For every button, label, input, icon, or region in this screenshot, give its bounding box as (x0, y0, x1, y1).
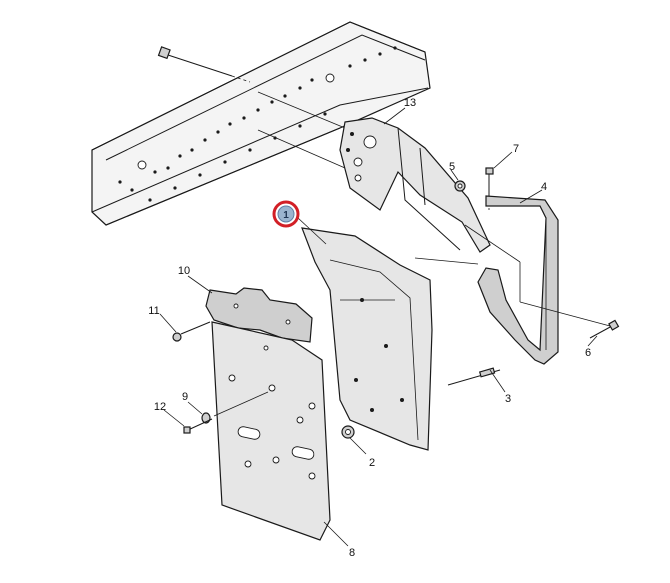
mud-flap-8 (211, 321, 331, 541)
callout-label-6: 6 (585, 347, 591, 359)
screw-11 (172, 321, 211, 342)
highlight-badge (277, 205, 295, 223)
screw-6 (589, 319, 620, 339)
callout-label-4: 4 (541, 181, 547, 193)
callout-label-12: 12 (154, 401, 166, 413)
callout-label-10: 10 (178, 265, 190, 277)
upper-strip-10 (205, 287, 313, 343)
backing-plate-1 (301, 227, 433, 451)
frame-bolt (157, 46, 251, 83)
callout-label-2: 2 (369, 457, 375, 469)
leader-lines (159, 107, 598, 547)
screw-12 (183, 418, 213, 434)
bolt-3 (447, 367, 501, 386)
seal-gasket-4 (477, 195, 559, 365)
nut-5 (454, 180, 466, 192)
callout-label-1: 1 (283, 210, 289, 221)
bracket-13 (339, 117, 491, 253)
highlight-ring (272, 200, 300, 228)
frame-rail (91, 21, 431, 226)
callout-1: 1 (272, 200, 300, 228)
callout-label-9: 9 (182, 391, 188, 403)
callout-label-5: 5 (449, 161, 455, 173)
callout-label-3: 3 (505, 393, 511, 405)
callout-label-8: 8 (349, 547, 355, 559)
nut-2 (341, 425, 355, 439)
callout-label-11: 11 (148, 305, 159, 317)
callout-label-13: 13 (404, 97, 416, 109)
callout-label-7: 7 (513, 143, 519, 155)
